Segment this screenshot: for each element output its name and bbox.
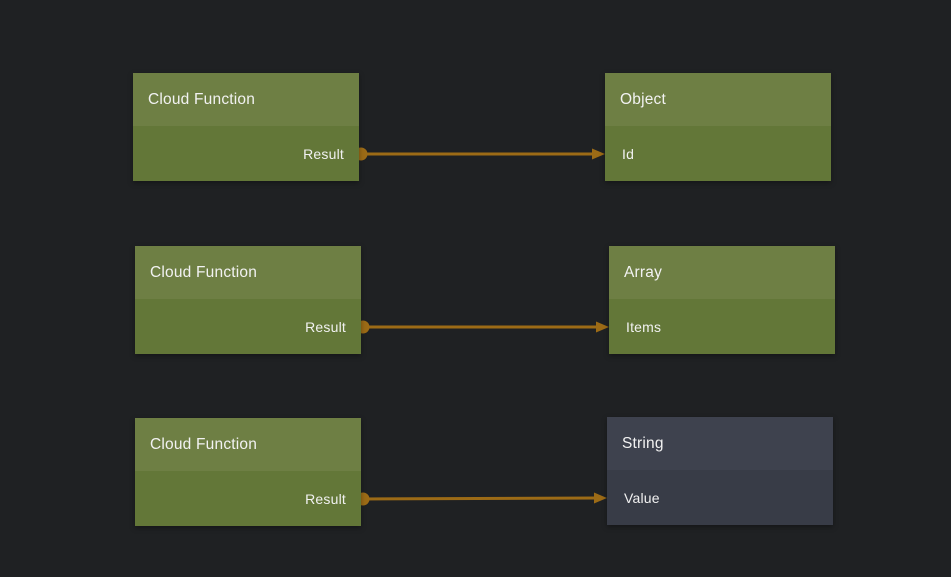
- port-label: Items: [626, 319, 662, 335]
- node-header: Array: [609, 246, 835, 299]
- node-title: Cloud Function: [148, 90, 256, 108]
- connection-cloud-function-1-to-object[interactable]: [354, 147, 606, 161]
- node-title: String: [622, 434, 664, 452]
- node-title: Cloud Function: [150, 435, 258, 453]
- node-object[interactable]: Object Id: [605, 73, 831, 181]
- port-result-output[interactable]: Result: [133, 140, 359, 168]
- node-cloud-function-3[interactable]: Cloud Function Result: [135, 418, 361, 526]
- connection-wire: [362, 496, 598, 501]
- node-cloud-function-1[interactable]: Cloud Function Result: [133, 73, 359, 181]
- port-label: Result: [305, 491, 346, 507]
- node-header: String: [607, 417, 833, 470]
- node-title: Cloud Function: [150, 263, 258, 281]
- port-label: Result: [303, 146, 344, 162]
- port-result-output[interactable]: Result: [135, 485, 361, 513]
- port-label: Result: [305, 319, 346, 335]
- port-result-output[interactable]: Result: [135, 313, 361, 341]
- node-array[interactable]: Array Items: [609, 246, 835, 354]
- arrowhead-icon: [596, 321, 609, 333]
- node-body: Result: [135, 471, 361, 526]
- arrowhead-icon: [594, 492, 607, 504]
- arrowhead-icon: [592, 148, 605, 160]
- node-body: Result: [133, 126, 359, 181]
- node-string[interactable]: String Value: [607, 417, 833, 525]
- node-cloud-function-2[interactable]: Cloud Function Result: [135, 246, 361, 354]
- port-items-input[interactable]: Items: [609, 313, 835, 341]
- port-id-input[interactable]: Id: [605, 140, 831, 168]
- connection-cloud-function-2-to-array[interactable]: [356, 320, 610, 334]
- node-title: Array: [624, 263, 663, 281]
- node-header: Cloud Function: [135, 246, 361, 299]
- port-label: Id: [622, 146, 635, 162]
- node-body: Id: [605, 126, 831, 181]
- node-header: Object: [605, 73, 831, 126]
- node-body: Value: [607, 470, 833, 525]
- node-body: Items: [609, 299, 835, 354]
- node-header: Cloud Function: [133, 73, 359, 126]
- connection-cloud-function-3-to-string[interactable]: [356, 492, 608, 506]
- node-header: Cloud Function: [135, 418, 361, 471]
- node-title: Object: [620, 90, 666, 108]
- node-body: Result: [135, 299, 361, 354]
- port-value-input[interactable]: Value: [607, 484, 833, 512]
- port-label: Value: [624, 490, 660, 506]
